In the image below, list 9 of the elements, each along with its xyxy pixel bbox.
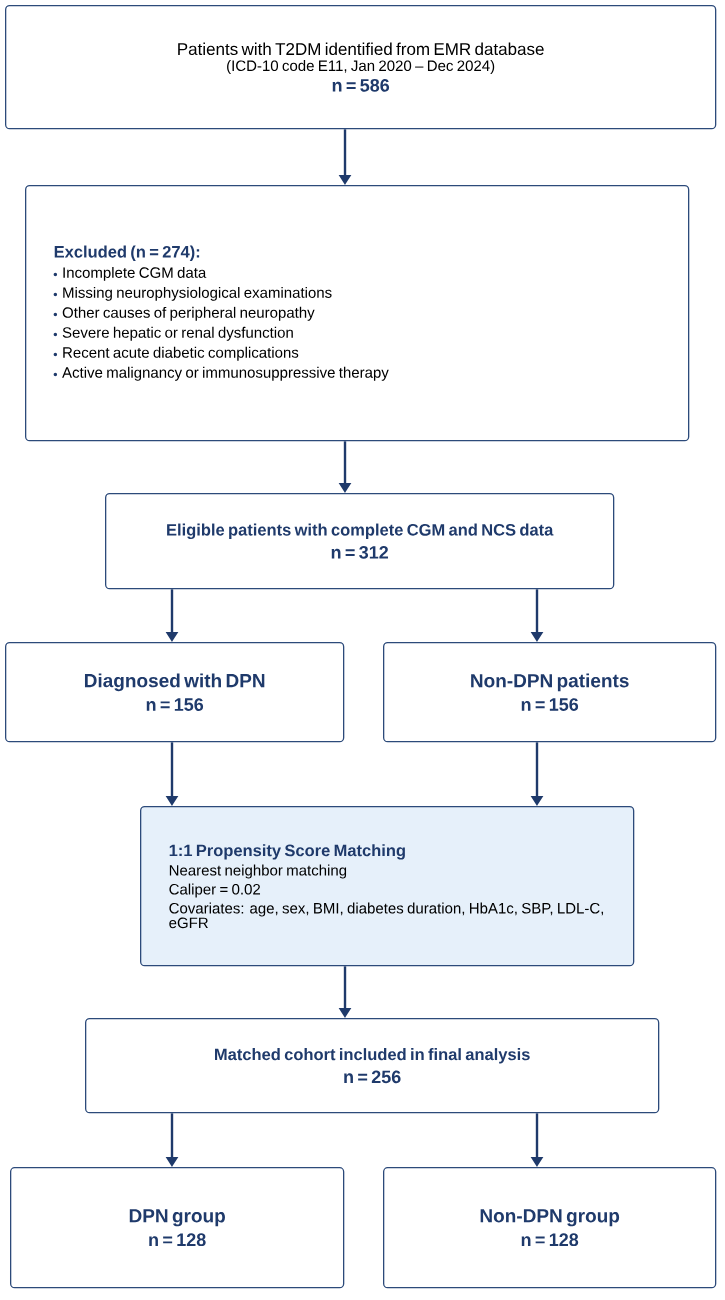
process-box: Matched cohort included in final analysis n = 256 bbox=[85, 1018, 660, 1114]
process-box: DPN group n = 128 bbox=[10, 1167, 345, 1289]
process-box: Diagnosed with DPN n = 156 bbox=[5, 642, 345, 743]
process-box: Eligible patients with complete CGM and NCS data n = 312 bbox=[105, 493, 615, 590]
process-box: Non-DPN group n = 128 bbox=[383, 1167, 717, 1289]
process-box: Patients with T2DM identified from EMR database (ICD-10 code E11, Jan 2020 – Dec 2024) n = 586 bbox=[5, 5, 717, 130]
process-box: Excluded (n = 274): Incomplete CGM data Missing neurophysiological examinations Other causes of peripheral neuropathy Severe hepatic or renal dysfunction Recent acute diabetic complications Active malignancy or immunosuppressive therapy bbox=[25, 185, 690, 442]
process-box: Non-DPN patients n = 156 bbox=[383, 642, 717, 743]
process-box: 1:1 Propensity Score Matching Nearest neighbor matching Caliper = 0.02 Covariates: age, sex, BMI, diabetes duration, HbA1c, SBP, LDL-C, eGFR bbox=[140, 806, 635, 967]
